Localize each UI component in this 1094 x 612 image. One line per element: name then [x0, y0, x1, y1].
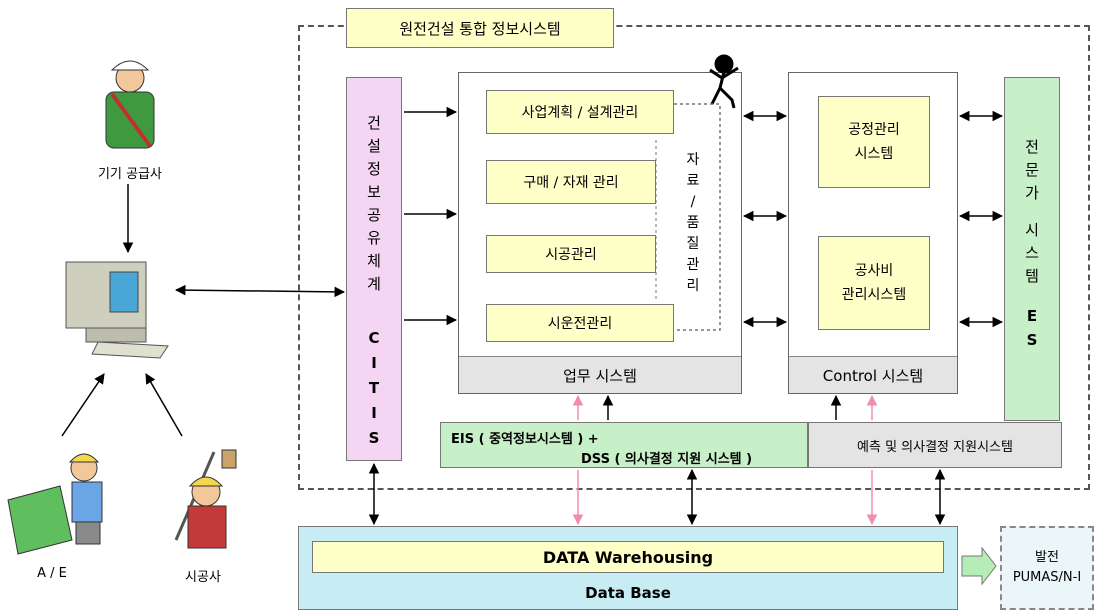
es-char: 시 — [1025, 221, 1039, 239]
module-purchase-material: 구매 / 자재 관리 — [486, 160, 656, 204]
citis-letter: S — [368, 429, 380, 447]
future-line1: 발전 — [1035, 550, 1059, 565]
task-system-footer: 업무 시스템 — [459, 356, 741, 393]
citis-char: 체 — [367, 252, 381, 270]
supplier-worker-icon — [105, 60, 155, 149]
citis-char: 설 — [367, 137, 381, 155]
es-char: 스 — [1025, 244, 1039, 262]
future-line2: PUMAS/N-I — [1012, 570, 1082, 585]
citis-letter: C — [368, 329, 380, 347]
es-letter: S — [1026, 331, 1038, 349]
expert-system-bar: 전 문 가 시 스 템 E S — [1004, 77, 1060, 421]
data-warehousing-label: DATA Warehousing — [542, 547, 714, 567]
module-label: 시스템 — [854, 146, 894, 162]
engineer-icon — [7, 453, 103, 555]
es-letter: E — [1026, 307, 1038, 325]
eis-dss-box: EIS ( 중역정보시스템 ) + DSS ( 의사결정 지원 시스템 ) — [440, 422, 808, 468]
module-label: 공정관리 — [848, 122, 900, 138]
citis-char: 보 — [367, 183, 381, 201]
module-construction: 시공관리 — [486, 235, 656, 273]
prediction-decision-box: 예측 및 의사결정 지원시스템 — [808, 422, 1062, 468]
module-label: 시공관리 — [545, 247, 597, 263]
dss-label: DSS ( 의사결정 지원 시스템 ) — [581, 452, 753, 467]
future-pumas-box: 발전 PUMAS/N-I — [1000, 526, 1094, 610]
citis-letter: I — [371, 404, 377, 422]
citis-char: 공 — [367, 206, 381, 224]
module-schedule-mgmt: 공정관리 시스템 — [818, 96, 930, 188]
expert-system-abbr: E S — [1027, 304, 1038, 352]
control-system-label: Control 시스템 — [822, 366, 924, 385]
module-planning-design: 사업계획 / 설계관리 — [486, 90, 674, 134]
running-person-icon — [709, 54, 739, 109]
citis-korean-label: 건 설 정 보 공 유 체 계 — [367, 112, 381, 296]
data-warehousing-box: DATA Warehousing — [312, 541, 944, 573]
eis-label: EIS ( 중역정보시스템 ) + — [451, 432, 599, 447]
supplier-label: 기기 공급사 — [98, 167, 162, 182]
module-commissioning: 시운전관리 — [486, 304, 674, 342]
contractor-worker-icon — [174, 449, 237, 549]
task-system-label: 업무 시스템 — [563, 366, 637, 385]
side-char: 자 — [686, 152, 700, 168]
citis-char: 건 — [367, 114, 381, 132]
citis-bar: 건 설 정 보 공 유 체 계 C I T I S — [346, 77, 402, 461]
citis-char: 정 — [367, 160, 381, 178]
control-system-footer: Control 시스템 — [789, 356, 957, 393]
database-label: Data Base — [585, 584, 671, 602]
module-label: 구매 / 자재 관리 — [523, 175, 619, 191]
module-cost-mgmt: 공사비 관리시스템 — [818, 236, 930, 330]
citis-letter: T — [368, 379, 380, 397]
es-char: 전 — [1025, 138, 1039, 156]
side-char: 관 — [686, 257, 700, 273]
system-title: 원전건설 통합 정보시스템 — [346, 8, 614, 48]
es-char: 템 — [1025, 267, 1039, 285]
module-label: 공사비 — [854, 263, 894, 279]
expert-system-label: 전 문 가 시 스 템 — [1025, 136, 1039, 288]
side-char: 리 — [686, 278, 700, 294]
module-label: 사업계획 / 설계관리 — [521, 105, 639, 121]
es-char: 문 — [1025, 161, 1039, 179]
side-char: / — [690, 194, 696, 210]
citis-letter: I — [371, 354, 377, 372]
computer-icon — [65, 261, 169, 359]
system-title-text: 원전건설 통합 정보시스템 — [399, 19, 561, 38]
citis-char: 유 — [367, 229, 381, 247]
module-label: 관리시스템 — [841, 287, 907, 303]
citis-char: 계 — [367, 275, 381, 293]
data-quality-mgmt-label: 자 료 / 품 질 관 리 — [682, 150, 704, 297]
side-char: 료 — [686, 173, 700, 189]
side-char: 품 — [686, 215, 700, 231]
es-char: 가 — [1025, 184, 1039, 202]
citis-english-label: C I T I S — [368, 326, 379, 451]
contractor-label: 시공사 — [185, 570, 221, 585]
prediction-label: 예측 및 의사결정 지원시스템 — [857, 439, 1013, 455]
side-char: 질 — [686, 236, 700, 252]
ae-label: A / E — [37, 566, 67, 581]
module-label: 시운전관리 — [547, 316, 613, 332]
